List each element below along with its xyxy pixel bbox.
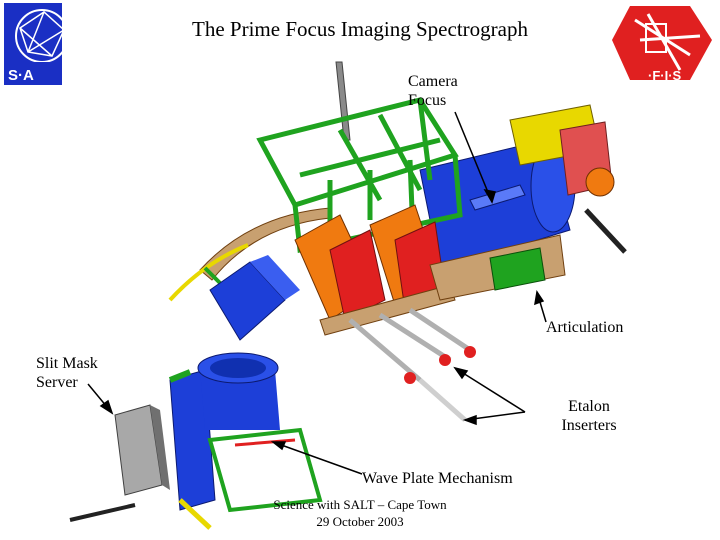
camera-focus-label: Camera Focus bbox=[408, 73, 458, 109]
slide-title: The Prime Focus Imaging Spectrograph bbox=[192, 17, 528, 41]
salt-logo-text: S·A bbox=[8, 67, 34, 84]
grating-wheels bbox=[294, 204, 456, 336]
green-truss bbox=[256, 97, 463, 254]
wave-plate-arrow bbox=[272, 441, 363, 475]
etalon-rods bbox=[348, 307, 476, 422]
slit-mask-server-label: Slit Mask Server bbox=[36, 355, 98, 391]
antenna-rod bbox=[335, 61, 351, 141]
slide-footer: Science with SALT – Cape Town 29 October… bbox=[273, 497, 447, 529]
slit-mask-server bbox=[69, 404, 170, 522]
articulation-label: Articulation bbox=[546, 319, 624, 336]
salt-logo: S·A bbox=[4, 3, 69, 85]
camera-focus-arrow bbox=[454, 111, 493, 203]
wave-plate-mechanism-label: Wave Plate Mechanism bbox=[362, 470, 513, 487]
wave-plate-mechanism bbox=[168, 352, 323, 530]
articulation-base bbox=[429, 234, 566, 301]
callout-arrows bbox=[87, 111, 547, 475]
pfis-logo-text: ·F·I·S bbox=[648, 68, 682, 83]
pfis-logo: ·F·I·S bbox=[612, 6, 712, 83]
etalon-arrow-1 bbox=[454, 367, 526, 413]
collimator-box bbox=[209, 255, 300, 341]
detector-unit bbox=[509, 104, 627, 254]
etalon-inserters-label: Etalon Inserters bbox=[561, 398, 617, 434]
